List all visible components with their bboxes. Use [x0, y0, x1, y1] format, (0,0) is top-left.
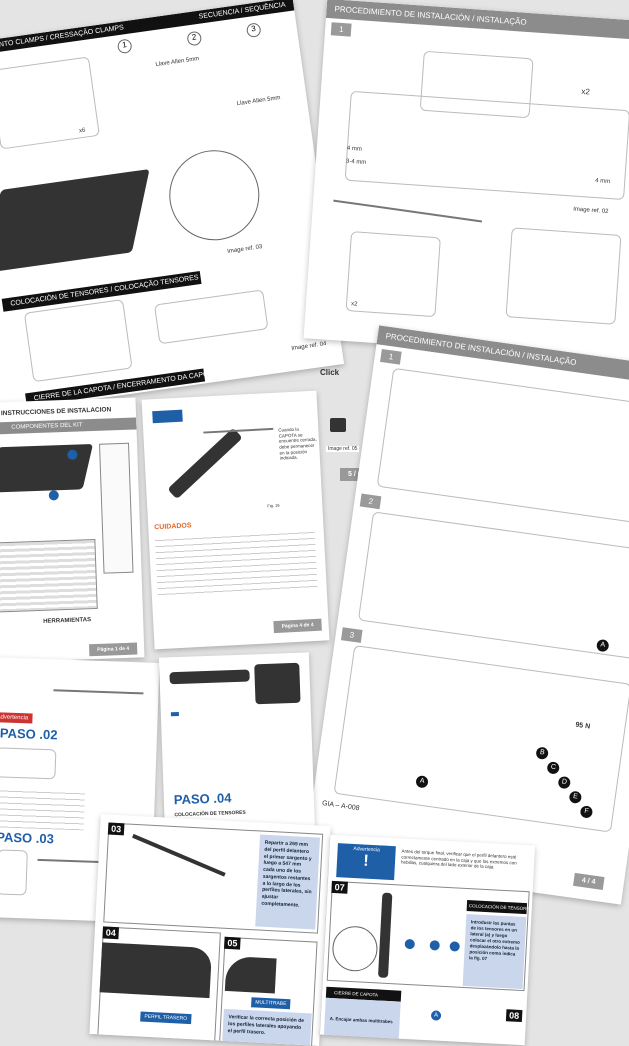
paso-02-title: PASO .02 [0, 725, 58, 743]
tensores-header-text: COLOCACIÓN DE TENSORES [468, 903, 533, 912]
caution-text [154, 528, 318, 598]
paso-03-title: PASO .03 [0, 829, 55, 847]
step-3: 3 [245, 22, 262, 39]
parts-table [0, 538, 98, 613]
clamp-illustration [0, 849, 28, 896]
parts-column [99, 442, 134, 574]
sheet-header: PROCEDIMIENTO DE INSTALACIÓN / INSTALAÇÃ… [325, 0, 629, 41]
exclamation-icon: ! [362, 852, 370, 870]
caution-title: CUIDADOS [154, 522, 192, 532]
warning-box: Advertencia! [336, 843, 396, 881]
truck-bed-illustration [344, 90, 629, 201]
step-number: 3 [340, 627, 364, 643]
clamp-illustration [0, 56, 100, 150]
page-number: Página 1 de 4 [89, 642, 138, 657]
multitrabe-label: MULTITRABE [251, 997, 291, 1010]
sheet-title: INSTRUCCIONES DE INSTALACION [0, 406, 112, 418]
manual-sheet-installation-2: PROCEDIMIENTO DE INSTALACIÓN / INSTALAÇÃ… [303, 325, 629, 905]
end-cap-detail [505, 227, 622, 325]
warning-text: Antes del torque final, verificar que el… [400, 848, 517, 870]
step-03-text: Repartir a 269 mm del perfil delantero e… [255, 834, 320, 930]
label-tag [152, 409, 183, 424]
measure-label: 4 mm [594, 178, 611, 186]
manual-sheet-clamps: ENCERRAMENTO CLAMPS / CRESSAÇÃO CLAMPS SE… [0, 0, 345, 413]
torque-label: 95 N [574, 721, 591, 731]
cover-illustration [254, 662, 301, 705]
side-note: Cuando la CAPOTA se encuentre cerrada, d… [278, 426, 317, 461]
marker-a: A [430, 1010, 442, 1021]
measure-label: 3-4 mm [345, 158, 367, 167]
cierre-text: A. Encajar ambas multitrabes [323, 997, 401, 1042]
step-number: 1 [330, 22, 353, 37]
image-ref: Image ref. 04 [291, 341, 327, 352]
step-05-text: Verificar la correcta posición de los pe… [221, 1008, 312, 1046]
cierre-header-text: CIERRE DE CAPOTA [333, 990, 379, 998]
measure-label: 4 mm [346, 145, 363, 153]
click-label: Click [320, 368, 340, 377]
qty-label: x2 [581, 86, 591, 97]
step-04-number: 04 [102, 926, 120, 940]
truck-bed-illustration [357, 511, 629, 660]
document-code: GIA – A-008 [321, 800, 360, 813]
section-header: COMPONENTES DEL KIT [0, 417, 137, 435]
cover-illustration [167, 427, 243, 500]
image-ref: Image ref. 05 [326, 446, 360, 453]
step-number: 2 [359, 493, 382, 510]
step-2: 2 [186, 30, 203, 47]
figure-label: Fig. 16 [267, 502, 280, 509]
step-08-number: 08 [505, 1009, 523, 1023]
image-ref: Image ref. 03 [226, 244, 263, 255]
rail-illustration [333, 199, 483, 223]
warning-label: Advertencia [0, 712, 33, 724]
truck-bed-illustration [333, 645, 629, 833]
frame-illustration [23, 298, 133, 383]
manual-sheet-steps-3-5: 03 Repartir a 269 mm del perfil delanter… [89, 814, 331, 1046]
kit-illustration [0, 443, 94, 493]
manual-sheet-installation-1: PROCEDIMIENTO DE INSTALACIÓN / INSTALAÇÃ… [303, 0, 629, 362]
truck-bed-illustration [376, 367, 629, 526]
qty-label: x2 [350, 301, 358, 308]
manual-sheet-cautions: Cuando la CAPOTA se encuentre cerrada, d… [141, 390, 330, 650]
step-number: 1 [380, 348, 403, 365]
manual-sheet-components: INSTRUCCIONES DE INSTALACION COMPONENTES… [0, 397, 145, 663]
detail-circle [163, 144, 266, 247]
manual-sheet-paso-4: PASO .04 COLOCACIÓN DE TENSORES [158, 652, 316, 838]
step-text [0, 787, 85, 831]
step-1: 1 [116, 38, 133, 55]
page-number: Página 4 de 4 [273, 618, 322, 634]
page-number: 4 / 4 [573, 872, 605, 890]
qty-label: x6 [78, 127, 86, 135]
step-05-number: 05 [224, 936, 241, 950]
tensores-text: Introducir las puntas de los tensores en… [462, 914, 527, 990]
rail-illustration [53, 689, 144, 695]
label-tag [170, 712, 179, 717]
step-07-number: 07 [331, 880, 348, 894]
tool-label: Llave Allen 5mm [155, 56, 200, 69]
step-illustration [0, 747, 57, 780]
cover-illustration [169, 669, 250, 685]
tonneau-cover-illustration [0, 169, 150, 274]
tools-header: HERRAMIENTAS [43, 617, 92, 625]
paso-04-title: PASO .04 [173, 790, 232, 808]
header-right: SECUENCIA / SEQUÊNCIA [198, 1, 287, 21]
tensor-illustration [153, 289, 269, 345]
header-left: ENCERRAMENTO CLAMPS / CRESSAÇÃO CLAMPS [0, 24, 125, 55]
tensores-label: COLOCACIÓN DE TENSORES [174, 809, 246, 819]
callout [48, 490, 59, 501]
bracket-detail [345, 231, 441, 318]
tool-label: Llave Allen 5mm [236, 95, 281, 108]
lock-icon [330, 418, 346, 432]
step-03-number: 03 [107, 822, 125, 836]
image-ref: Image ref. 02 [572, 206, 609, 216]
cover-illustration [99, 942, 213, 999]
manual-sheet-steps-7-8: Advertencia! Antes del torque final, ver… [319, 834, 536, 1046]
